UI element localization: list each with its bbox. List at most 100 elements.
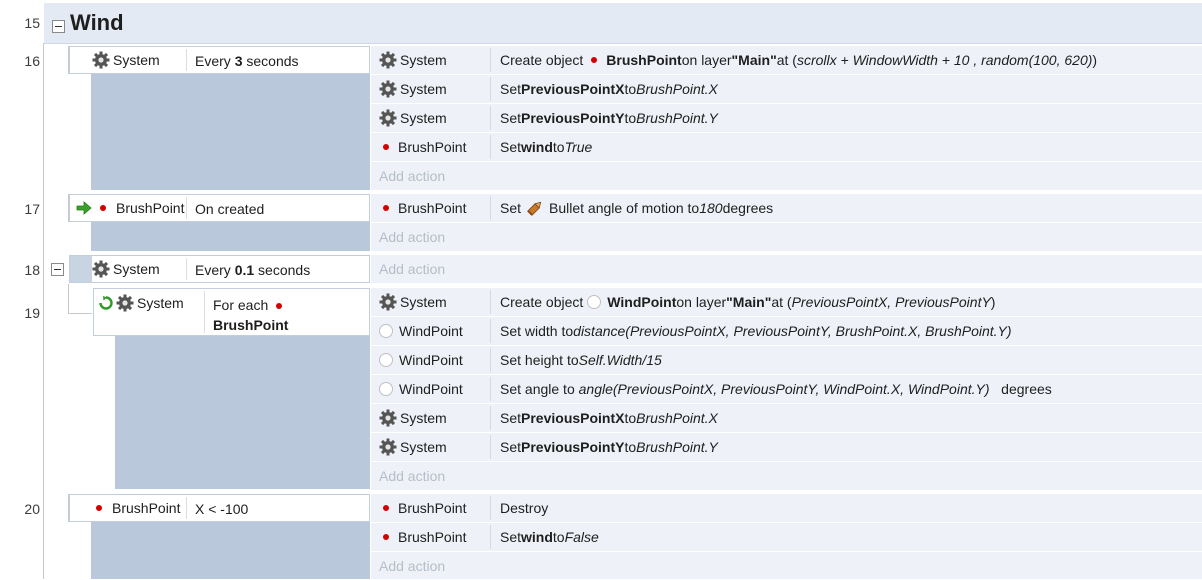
action-text: Set PreviousPointX to BrushPoint.X bbox=[500, 410, 718, 426]
gear-icon bbox=[379, 409, 397, 427]
brushpoint-icon bbox=[591, 57, 598, 63]
condition-text: For each BrushPoint bbox=[213, 297, 289, 333]
condition-object-name: System bbox=[113, 52, 160, 68]
circle-icon bbox=[379, 382, 393, 396]
action-text: Set Bullet angle of motion to 180 degree… bbox=[500, 200, 774, 216]
action-object: WindPoint bbox=[399, 323, 463, 339]
action-row[interactable]: System Set PreviousPointX to BrushPoint.… bbox=[371, 75, 1202, 103]
action-object: BrushPoint bbox=[398, 139, 467, 155]
action-text: Set wind to False bbox=[500, 529, 599, 545]
add-action-link[interactable]: Add action bbox=[379, 261, 446, 277]
line-number: 16 bbox=[24, 53, 40, 69]
condition-row[interactable]: System For each BrushPoint bbox=[93, 288, 370, 336]
trigger-arrow-icon bbox=[76, 201, 92, 215]
action-object: BrushPoint bbox=[398, 500, 467, 516]
gear-icon bbox=[92, 51, 110, 69]
condition-text: X < -100 bbox=[195, 501, 249, 517]
tree-guide-line bbox=[43, 43, 44, 579]
collapse-event-toggle[interactable] bbox=[51, 263, 64, 276]
action-row[interactable]: BrushPoint Set wind to True bbox=[371, 133, 1202, 161]
action-row[interactable]: System Create object BrushPoint on layer… bbox=[371, 46, 1202, 74]
red-dot-icon bbox=[276, 303, 283, 310]
tree-guide-line bbox=[68, 284, 69, 314]
action-object: System bbox=[400, 110, 447, 126]
tree-guide-line bbox=[68, 194, 69, 222]
action-text: Set width to distance(PreviousPointX, Pr… bbox=[500, 323, 1012, 339]
action-object: WindPoint bbox=[399, 381, 463, 397]
gear-icon bbox=[92, 260, 110, 278]
red-dot-icon bbox=[383, 144, 389, 150]
line-number: 15 bbox=[24, 15, 40, 31]
add-action-row[interactable]: Add action bbox=[371, 162, 1202, 190]
action-text: Set PreviousPointX to BrushPoint.X bbox=[500, 81, 718, 97]
tree-guide-line bbox=[68, 494, 69, 522]
condition-object: BrushPoint bbox=[76, 195, 184, 221]
condition-object-name: System bbox=[113, 261, 160, 277]
add-action-row[interactable]: Add action bbox=[371, 255, 1202, 283]
action-object: BrushPoint bbox=[398, 200, 467, 216]
add-action-link[interactable]: Add action bbox=[379, 558, 446, 574]
line-number: 19 bbox=[24, 305, 40, 321]
add-action-row[interactable]: Add action bbox=[371, 462, 1202, 490]
condition-margin bbox=[70, 256, 92, 282]
gear-icon bbox=[379, 109, 397, 127]
add-action-row[interactable]: Add action bbox=[371, 552, 1202, 579]
collapse-group-toggle[interactable] bbox=[52, 20, 65, 33]
action-object: WindPoint bbox=[399, 352, 463, 368]
circle-icon bbox=[379, 324, 393, 338]
condition-row[interactable]: System Every 0.1 seconds bbox=[69, 255, 370, 283]
red-dot-icon bbox=[96, 505, 102, 511]
condition-object-name: BrushPoint bbox=[116, 200, 185, 216]
red-dot-icon bbox=[383, 534, 389, 540]
condition-object: System bbox=[92, 256, 160, 282]
action-row[interactable]: BrushPoint Set wind to False bbox=[371, 523, 1202, 551]
add-action-link[interactable]: Add action bbox=[379, 168, 446, 184]
bullet-behavior-icon bbox=[527, 201, 542, 216]
action-row[interactable]: WindPoint Set height to Self.Width/15 bbox=[371, 346, 1202, 374]
action-object: System bbox=[400, 294, 447, 310]
red-dot-icon bbox=[383, 505, 389, 511]
action-object: System bbox=[400, 410, 447, 426]
action-row[interactable]: System Set PreviousPointY to BrushPoint.… bbox=[371, 433, 1202, 461]
add-action-row[interactable]: Add action bbox=[371, 223, 1202, 251]
condition-text: On created bbox=[195, 201, 265, 217]
loop-icon bbox=[99, 296, 113, 310]
tree-guide-line bbox=[68, 313, 92, 314]
condition-row[interactable]: BrushPoint X < -100 bbox=[69, 494, 370, 522]
gear-icon bbox=[379, 80, 397, 98]
action-row[interactable]: System Set PreviousPointY to BrushPoint.… bbox=[371, 104, 1202, 132]
action-row[interactable]: BrushPoint Destroy bbox=[371, 494, 1202, 522]
group-title: Wind bbox=[70, 10, 124, 35]
action-object: System bbox=[400, 81, 447, 97]
group-header[interactable] bbox=[44, 3, 1202, 44]
condition-object: System bbox=[98, 289, 184, 317]
action-text: Set PreviousPointY to BrushPoint.Y bbox=[500, 439, 718, 455]
action-row[interactable]: System Set PreviousPointX to BrushPoint.… bbox=[371, 404, 1202, 432]
line-number: 18 bbox=[24, 262, 40, 278]
gear-icon bbox=[379, 293, 397, 311]
action-row[interactable]: BrushPoint Set Bullet angle of motion to… bbox=[371, 194, 1202, 222]
red-dot-icon bbox=[100, 205, 106, 211]
action-text: Set wind to True bbox=[500, 139, 593, 155]
action-row[interactable]: System Create object WindPoint on layer … bbox=[371, 288, 1202, 316]
line-number: 17 bbox=[24, 201, 40, 217]
red-dot-icon bbox=[383, 205, 389, 211]
line-number: 20 bbox=[24, 501, 40, 517]
add-action-link[interactable]: Add action bbox=[379, 468, 446, 484]
condition-row[interactable]: System Every 3 seconds bbox=[69, 46, 370, 74]
action-text: Set height to Self.Width/15 bbox=[500, 352, 662, 368]
condition-object: BrushPoint bbox=[96, 495, 180, 521]
action-row[interactable]: WindPoint Set width to distance(Previous… bbox=[371, 317, 1202, 345]
condition-object: System bbox=[92, 47, 160, 73]
condition-text: Every 0.1 seconds bbox=[195, 262, 311, 278]
windpoint-icon bbox=[587, 295, 602, 309]
add-action-link[interactable]: Add action bbox=[379, 229, 446, 245]
action-object: BrushPoint bbox=[398, 529, 467, 545]
action-object: System bbox=[400, 52, 447, 68]
action-text: Create object WindPoint on layer "Main" … bbox=[500, 294, 996, 310]
action-text: Destroy bbox=[500, 500, 549, 516]
action-row[interactable]: WindPoint Set angle to angle(PreviousPoi… bbox=[371, 375, 1202, 403]
action-object: System bbox=[400, 439, 447, 455]
condition-row[interactable]: BrushPoint On created bbox=[69, 194, 370, 222]
condition-object-name: System bbox=[137, 295, 184, 311]
